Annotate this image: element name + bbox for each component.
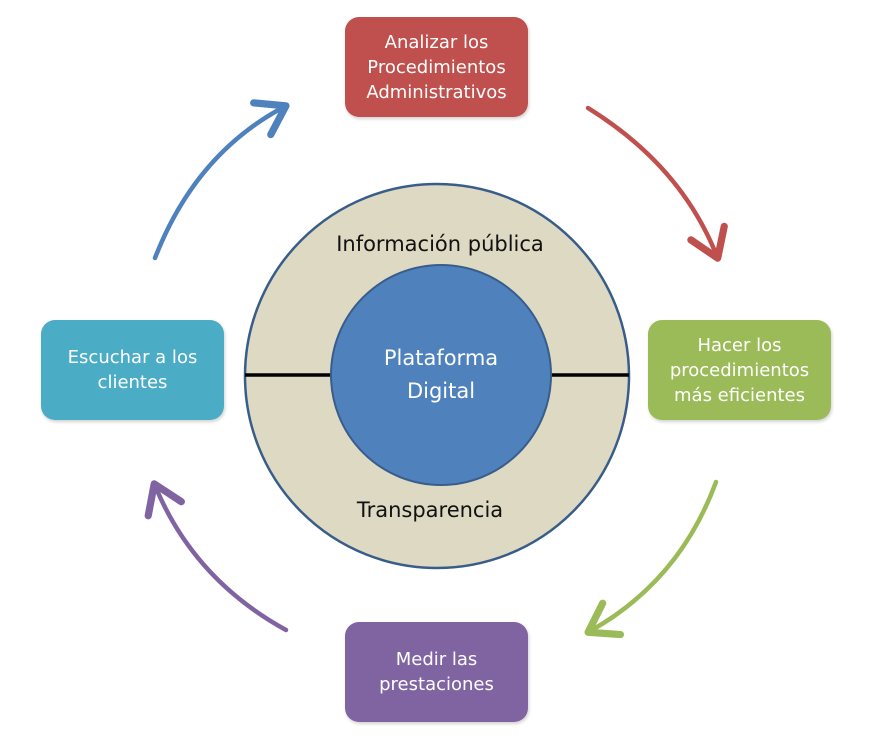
step-hacer: Hacer los procedimientos más eficientes bbox=[648, 320, 831, 420]
arrow-hacer-to-medir bbox=[584, 479, 719, 639]
ring-bottom-label: Transparencia bbox=[356, 498, 504, 522]
step-analizar-label: Analizar los Procedimientos Administrati… bbox=[366, 31, 507, 103]
center-title: Plataforma Digital bbox=[383, 346, 499, 403]
step-medir-label: Medir las prestaciones bbox=[379, 649, 494, 695]
step-hacer-label: Hacer los procedimientos más eficientes bbox=[669, 334, 810, 406]
arrow-medir-to-escuchar bbox=[144, 480, 289, 633]
arrow-escuchar-to-analizar bbox=[152, 99, 290, 261]
arrow-analizar-to-hacer bbox=[585, 105, 728, 262]
ring-top-label: Información pública bbox=[336, 232, 544, 256]
step-medir: Medir las prestaciones bbox=[345, 622, 528, 722]
step-escuchar: Escuchar a los clientes bbox=[41, 320, 224, 420]
step-analizar: Analizar los Procedimientos Administrati… bbox=[345, 17, 528, 117]
inner-circle bbox=[330, 264, 552, 486]
step-escuchar-label: Escuchar a los clientes bbox=[67, 347, 198, 393]
